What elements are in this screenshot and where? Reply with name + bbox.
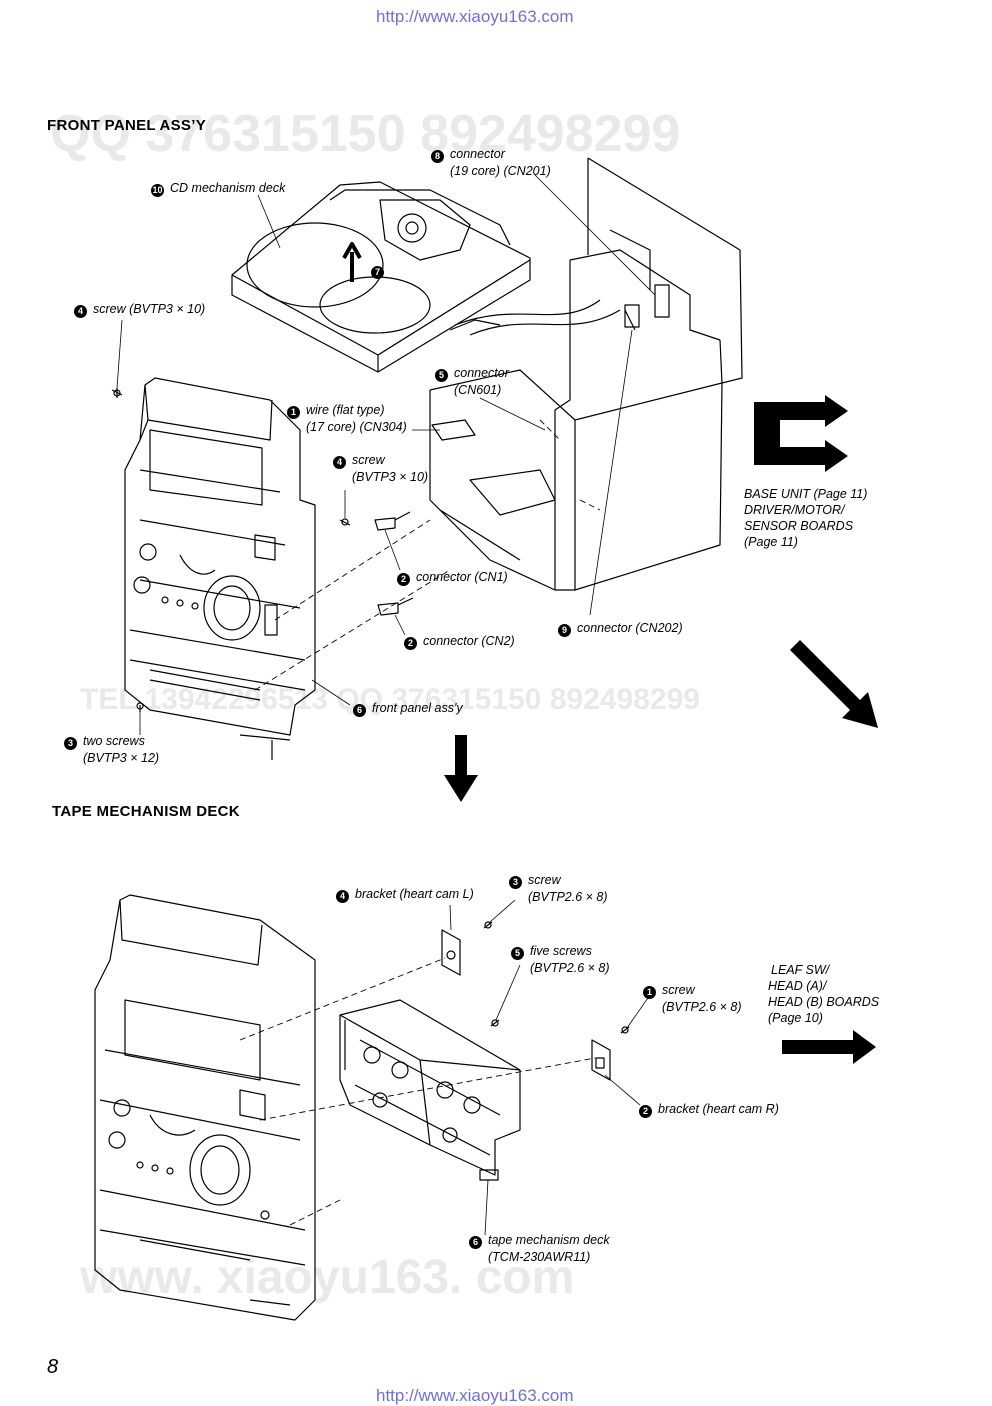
watermark-bottom: www. xiaoyu163. com [80,1251,575,1304]
bracket-heart-cam-l-drawing [441,929,461,976]
base-chassis-drawing [429,157,743,591]
callout-3: 3 [64,737,77,750]
callout-10: 10 [151,184,164,197]
callout-2: 2 [639,1105,652,1118]
double-arrow-icon [754,395,848,472]
connector-cn1-drawing [374,517,396,531]
watermark-middle: TEL 13942296513 QQ 376315150 892498299 [80,683,700,716]
reference-leaf-sw-head-boards[interactable]: LEAF SW/ HEAD (A)/ HEAD (B) BOARDS (Page… [768,963,880,1025]
callout-2: 2 [404,637,417,650]
front-panel-drawing-bottom [94,894,316,1321]
callout-4: 4 [74,305,87,318]
callout-2: 2 [397,573,410,586]
callout-9: 9 [558,624,571,637]
header-url[interactable]: http://www.xiaoyu163.com [376,7,574,26]
down-arrow-icon [444,735,478,802]
up-arrow-icon [342,242,362,282]
callout-4: 4 [336,890,349,903]
callout-7: 7 [371,266,384,279]
page-number: 8 [47,1356,59,1378]
bracket-heart-cam-r-drawing [591,1039,611,1081]
flat-wire-drawing [431,419,476,441]
front-panel-drawing [124,377,316,760]
label-step-7: 7 [371,262,390,279]
cd-mechanism-deck-drawing [231,181,531,373]
section-title-tape-deck: TAPE MECHANISM DECK [52,803,240,820]
callout-3: 3 [509,876,522,889]
connector-cn2-drawing [377,602,399,616]
diagonal-arrow-icon [790,640,878,728]
callout-6: 6 [469,1236,482,1249]
callout-8: 8 [431,150,444,163]
callout-1: 1 [287,406,300,419]
callout-1: 1 [643,986,656,999]
callout-5: 5 [435,369,448,382]
tape-mechanism-deck-drawing [339,999,521,1181]
screw-drawings-top [111,388,351,712]
callout-6: 6 [353,704,366,717]
callout-4: 4 [333,456,346,469]
reference-base-unit[interactable]: BASE UNIT (Page 11) DRIVER/MOTOR/ SENSOR… [744,487,868,549]
section-title-front-panel: FRONT PANEL ASS’Y [47,117,207,134]
right-arrow-icon [782,1030,876,1064]
watermark-top: QQ 376315150 892498299 [50,105,681,163]
footer-url[interactable]: http://www.xiaoyu163.com [376,1386,574,1405]
callout-5: 5 [511,947,524,960]
